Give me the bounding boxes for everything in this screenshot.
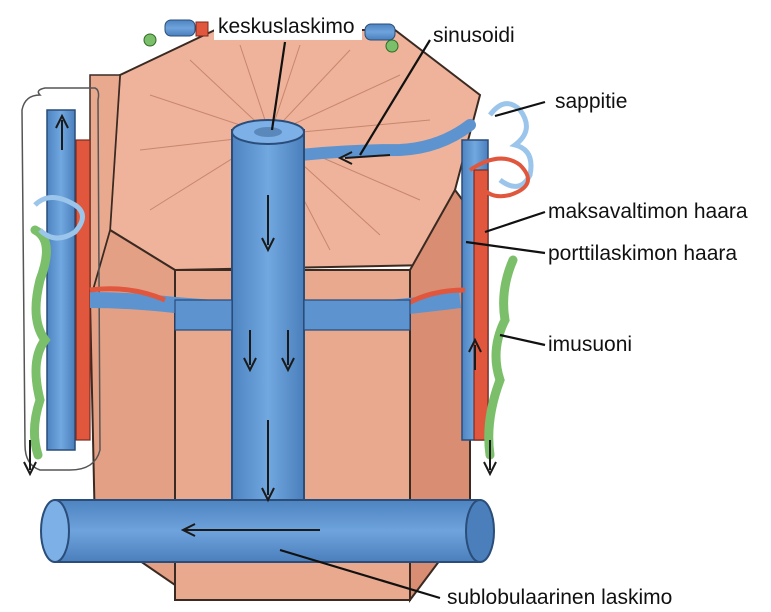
top-vein-stub-right <box>365 24 395 40</box>
top-lymph-dot-right <box>386 40 398 52</box>
label-lymph-vessel: imusuoni <box>548 333 632 356</box>
sublobular-vein-end-right <box>466 500 494 562</box>
label-bile-duct: sappitie <box>555 90 627 113</box>
label-hepatic-artery-branch: maksavaltimon haara <box>548 200 748 223</box>
left-portal-vein <box>47 110 75 450</box>
label-sinusoid: sinusoidi <box>433 24 515 47</box>
top-artery-stub <box>196 22 208 36</box>
label-sublobular-vein: sublobulaarinen laskimo <box>447 586 672 609</box>
top-vein-stub-left <box>165 20 195 36</box>
left-hepatic-artery <box>76 140 90 440</box>
top-lymph-dot-left <box>144 34 156 46</box>
left-lymph-vessel <box>34 230 46 455</box>
label-portal-vein-branch: porttilaskimon haara <box>548 242 737 265</box>
sublobular-vein-end-left <box>41 500 69 562</box>
label-central-vein: keskuslaskimo <box>218 15 355 38</box>
central-vein-lumen <box>254 127 282 137</box>
right-lymph-vessel <box>489 260 513 455</box>
right-hepatic-artery <box>474 170 488 440</box>
